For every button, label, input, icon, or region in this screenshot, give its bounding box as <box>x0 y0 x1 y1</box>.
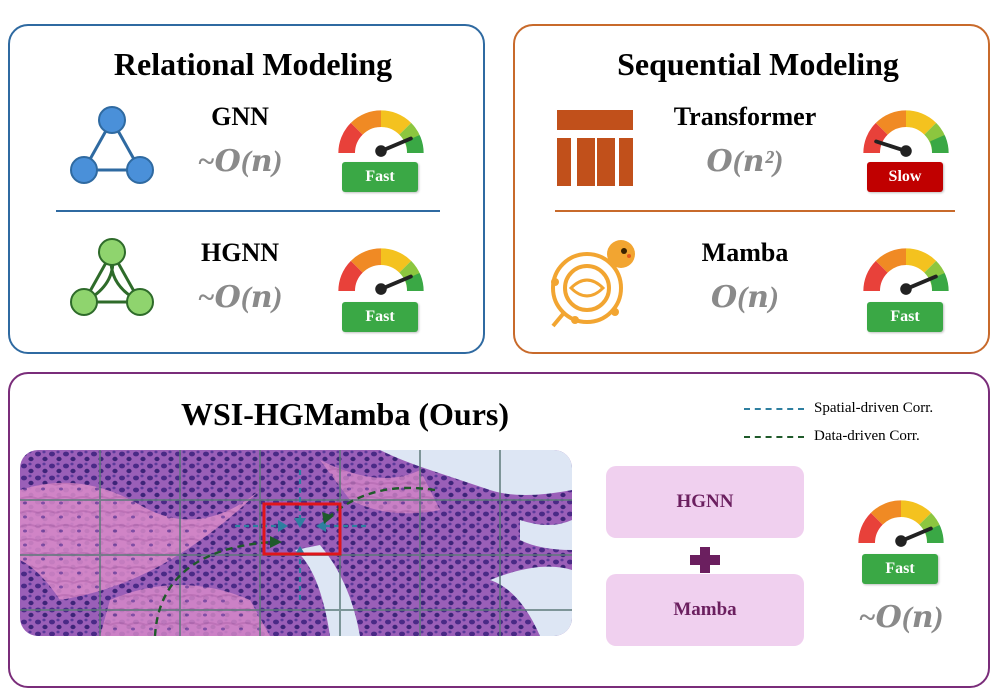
legend-data: Data-driven Corr. <box>744 428 920 445</box>
divider <box>555 210 955 212</box>
speed-gauge-icon <box>328 232 434 295</box>
legend-label: Spatial-driven Corr. <box>814 400 934 416</box>
triangle-graph-icon <box>70 106 154 184</box>
complexity-transformer: 𝑶(𝒏²) <box>706 145 784 178</box>
relational-modeling-panel: Relational Modeling GNN ~𝑶(𝒏) Fast HGNN … <box>8 24 485 354</box>
divider <box>56 210 440 212</box>
hgnn-block: HGNN <box>606 466 804 538</box>
wsi-tissue-image <box>20 450 572 636</box>
speed-gauge-icon <box>328 94 434 157</box>
speed-gauge-icon <box>853 94 959 157</box>
complexity-mamba: 𝑶(𝒏) <box>711 281 779 314</box>
legend-line <box>744 407 804 410</box>
model-name-hgnn: HGNN <box>201 238 279 267</box>
speed-gauge-icon <box>848 484 954 547</box>
speed-gauge-icon <box>853 232 959 295</box>
model-name-gnn: GNN <box>211 102 269 131</box>
sequential-modeling-panel: Sequential Modeling Transformer 𝑶(𝒏²) Sl… <box>513 24 990 354</box>
model-name-mamba: Mamba <box>701 238 789 267</box>
legend-line <box>744 435 804 438</box>
mamba-block: Mamba <box>606 574 804 646</box>
speed-badge-fast: Fast <box>867 302 943 332</box>
panel-title: Sequential Modeling <box>617 46 899 82</box>
legend-label: Data-driven Corr. <box>814 428 920 444</box>
speed-badge-fast: Fast <box>342 162 418 192</box>
speed-badge-fast: Fast <box>862 554 938 584</box>
complexity-hgnn: ~𝑶(𝒏) <box>197 281 283 314</box>
transformer-logo-icon <box>557 110 633 186</box>
hypergraph-icon <box>70 238 154 316</box>
speed-badge-fast: Fast <box>342 302 418 332</box>
panel-title: WSI-HGMamba (Ours) <box>181 396 509 432</box>
speed-badge-slow: Slow <box>867 162 943 192</box>
panel-title: Relational Modeling <box>113 46 393 82</box>
complexity-ours: ~𝑶(𝒏) <box>858 601 944 634</box>
complexity-gnn: ~𝑶(𝒏) <box>197 145 283 178</box>
mamba-logo-icon <box>551 240 635 328</box>
plus-icon <box>690 547 720 573</box>
model-name-transformer: Transformer <box>673 102 817 131</box>
legend-spatial: Spatial-driven Corr. <box>744 400 933 417</box>
